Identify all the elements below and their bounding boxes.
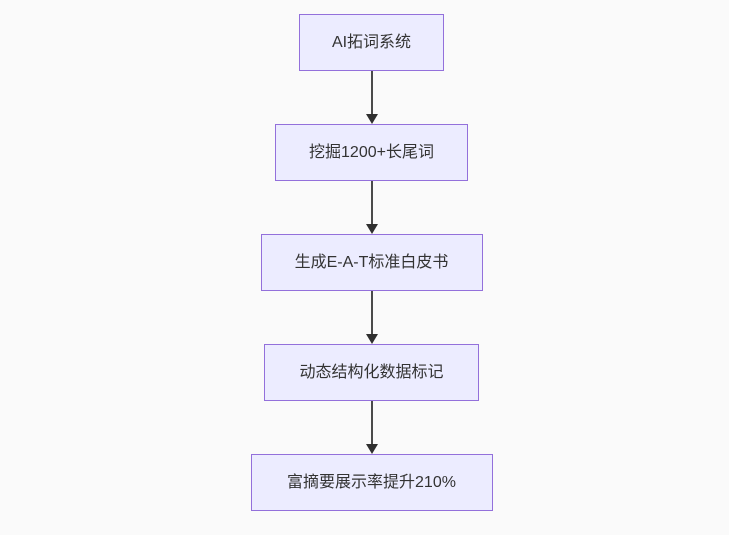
flow-edge-2 (365, 181, 378, 234)
arrowhead-down-icon (365, 114, 378, 124)
edge-line (370, 71, 373, 115)
edge-line (370, 291, 373, 335)
flow-node-eat-whitepaper: 生成E-A-T标准白皮书 (260, 234, 483, 291)
arrowhead-down-icon (365, 224, 378, 234)
arrowhead-down-icon (365, 334, 378, 344)
flow-node-rich-snippet-result: 富摘要展示率提升210% (250, 454, 493, 511)
flow-node-structured-data-markup: 动态结构化数据标记 (264, 344, 479, 401)
flow-node-ai-keyword-system: AI拓词系统 (299, 14, 444, 71)
edge-line (370, 181, 373, 225)
flowchart: AI拓词系统 挖掘1200+长尾词 生成E-A-T标准白皮书 动态结构化数据标记… (7, 0, 729, 535)
arrowhead-down-icon (365, 444, 378, 454)
edge-line (370, 401, 373, 445)
flow-edge-4 (365, 401, 378, 454)
flow-edge-3 (365, 291, 378, 344)
flow-edge-1 (365, 71, 378, 124)
flow-node-longtail-mining: 挖掘1200+长尾词 (275, 124, 468, 181)
